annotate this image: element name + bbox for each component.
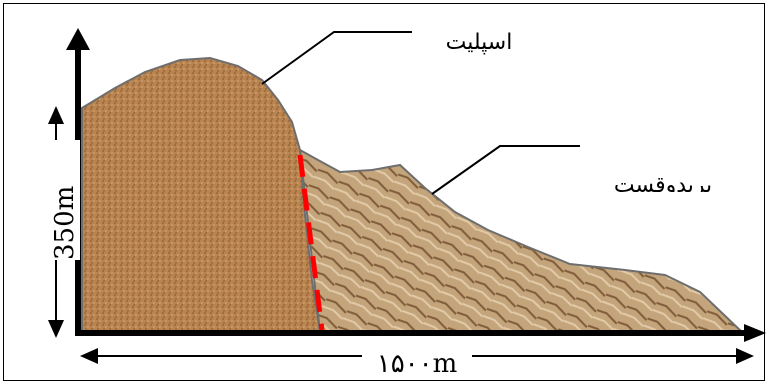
width-label: ۱۵۰۰m: [362, 349, 472, 379]
upper-rock-body: [81, 56, 322, 333]
height-arrow-bottom: [48, 320, 64, 338]
upper-material-label: اسپلیت: [445, 30, 513, 55]
height-arrow-top: [48, 106, 64, 124]
upper-label-leader: [261, 31, 412, 85]
width-arrow-left: [80, 348, 98, 364]
lower-material-label: بریدوقست: [613, 173, 713, 192]
lower-label-leader: [431, 145, 580, 195]
horizontal-axis-arrowhead: [744, 324, 766, 342]
height-label: 350m: [50, 140, 80, 260]
width-arrow-right: [736, 348, 754, 364]
fault-line: [297, 154, 325, 331]
vertical-axis-arrowhead: [66, 28, 90, 50]
lower-rock-body: [298, 148, 745, 333]
